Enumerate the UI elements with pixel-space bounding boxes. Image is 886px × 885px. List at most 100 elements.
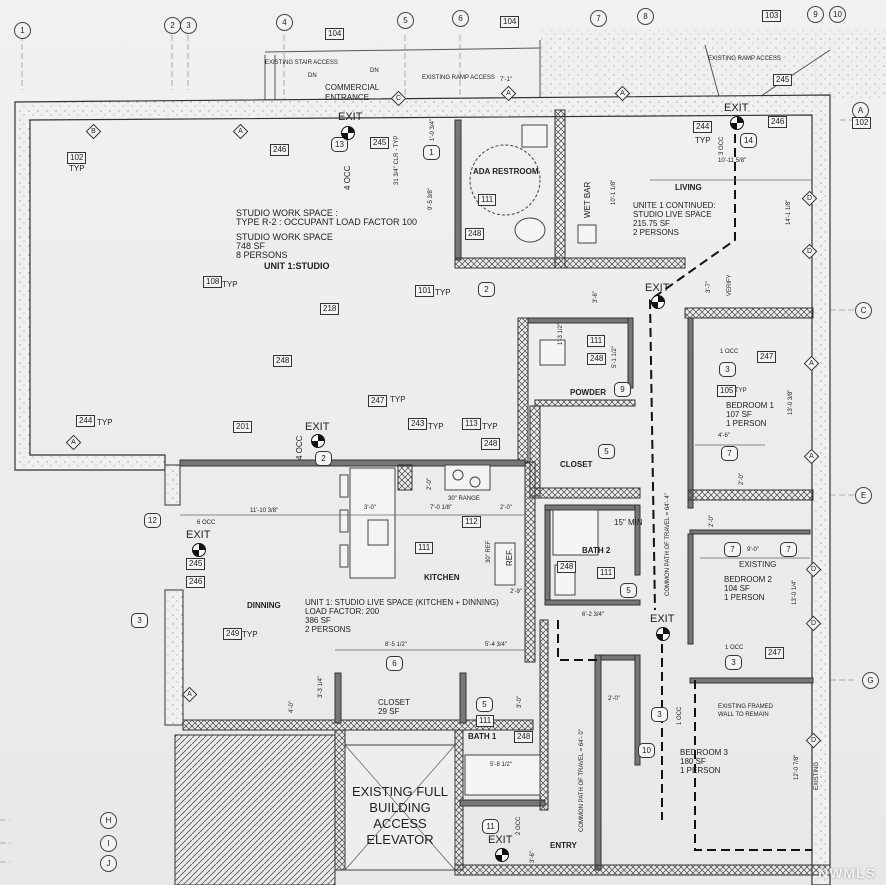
studio-line1: STUDIO WORK SPACE : bbox=[236, 208, 338, 218]
bedroom2-dim-3: 2'-0" bbox=[709, 515, 715, 527]
tag-248-kitchen: 248 bbox=[481, 438, 501, 450]
bath1-title: BATH 1 bbox=[468, 732, 497, 741]
exterior-walls bbox=[14, 94, 831, 885]
closet29-area: 29 SF bbox=[378, 707, 400, 716]
dn-label: DN bbox=[308, 73, 317, 79]
live-space-line2: LOAD FACTOR: 200 bbox=[305, 607, 380, 616]
tag-246-b: 246 bbox=[768, 116, 788, 128]
exit-icon bbox=[651, 295, 665, 309]
exit-label-living-2: EXIT bbox=[645, 282, 670, 294]
bedroom2-area: 104 SF bbox=[724, 584, 750, 593]
live-space-area: 386 SF bbox=[305, 616, 331, 625]
closet-title: CLOSET bbox=[560, 460, 593, 469]
exit-icon bbox=[656, 627, 670, 641]
tag-105-typ: TYP bbox=[735, 388, 747, 394]
existing-ramp-access-label: EXISTING RAMP ACCESS bbox=[422, 75, 495, 81]
bedroom3-dim-1: 12'-0 7/8" bbox=[794, 754, 800, 780]
tag-111-ada: 111 bbox=[478, 194, 497, 206]
tag-246: 246 bbox=[270, 144, 290, 156]
bedroom2-dim-1: 13'-0 1/4" bbox=[792, 579, 798, 605]
kitchen-dim-5: 2'-9" bbox=[510, 589, 522, 595]
dimension-lines bbox=[180, 179, 812, 651]
bedroom3-dim-2: 2'-0" bbox=[608, 696, 620, 702]
living-dim-2: 14'-1 1/8" bbox=[786, 199, 792, 225]
elevator-line2: BUILDING bbox=[369, 800, 431, 815]
kitchen-title: KITCHEN bbox=[424, 573, 460, 582]
kitchen-dim-3: 2'-0" bbox=[500, 505, 512, 511]
tag-104-b: 104 bbox=[500, 16, 520, 28]
bedroom3-title: BEDROOM 3 bbox=[680, 748, 729, 757]
grid-bubble-g: G bbox=[862, 672, 879, 689]
tag-244-left: 244 bbox=[76, 415, 96, 427]
exit-label-entry: EXIT bbox=[488, 834, 513, 846]
studio-line2: TYPE R-2 : OCCUPANT LOAD FACTOR 100 bbox=[236, 217, 418, 227]
grid-bubble-5: 5 bbox=[397, 12, 414, 29]
grid-bubble-i: I bbox=[100, 835, 117, 852]
tag-249: 249 bbox=[223, 628, 243, 640]
studio-line3: STUDIO WORK SPACE bbox=[236, 232, 333, 242]
bath1-dim-2: 5'-8 1/2" bbox=[490, 762, 512, 768]
living-persons: 2 PERSONS bbox=[633, 228, 679, 237]
tag-248-bath2: 248 bbox=[557, 561, 577, 573]
powder-dim-2: 5'-1 1/2" bbox=[612, 346, 618, 368]
dinning-title: DINNING bbox=[247, 601, 281, 610]
existing-hatched-area bbox=[174, 734, 336, 885]
tag-201: 201 bbox=[233, 421, 253, 433]
kitchen-dim-1: 3'-0" bbox=[364, 505, 376, 511]
studio-occ-2: 4 OCC bbox=[295, 435, 304, 460]
tag-244-left-typ: TYP bbox=[97, 418, 113, 427]
tag-247-bedroom1: 247 bbox=[757, 351, 777, 363]
living-line2: STUDIO LIVE SPACE bbox=[633, 210, 712, 219]
ada-dim-1: 1'-0 3/4" bbox=[430, 119, 436, 141]
door-tag-12: 12 bbox=[144, 513, 161, 528]
bedroom1-persons: 1 PERSON bbox=[726, 419, 767, 428]
door-tag-5: 5 bbox=[598, 444, 615, 459]
living-dim-4: 3'-6" bbox=[593, 291, 599, 303]
tag-245-b: 245 bbox=[370, 137, 390, 149]
tag-243-typ: TYP bbox=[428, 422, 444, 431]
kitchen-ref-width: 30" REF bbox=[486, 540, 492, 563]
bedroom3-occ: 1 OCC bbox=[677, 706, 683, 725]
live-space-persons: 2 PERSONS bbox=[305, 625, 351, 634]
wet-bar-dim: 10'-1 1/8" bbox=[611, 179, 617, 205]
tag-244: 244 bbox=[693, 121, 713, 133]
tag-102: 102 bbox=[67, 152, 87, 164]
tag-248-bath1: 248 bbox=[514, 731, 534, 743]
grid-bubble-8: 8 bbox=[637, 8, 654, 25]
kitchen-dim-2: 7'-0 1/8" bbox=[430, 505, 452, 511]
elevator-line1: EXISTING FULL bbox=[351, 784, 449, 799]
tag-102-typ: TYP bbox=[69, 164, 85, 173]
tag-243: 243 bbox=[408, 418, 428, 430]
grid-bubble-e: E bbox=[855, 487, 872, 504]
elevator-line4: ELEVATOR bbox=[366, 832, 434, 847]
exit-icon bbox=[495, 848, 509, 862]
entry-occ: 2 OCC bbox=[516, 816, 522, 835]
bedroom3-note: EXISTING FRAMED WALL TO REMAIN bbox=[718, 704, 774, 718]
bedroom1-occ: 1 OCC bbox=[720, 349, 739, 355]
door-tag-1: 1 bbox=[423, 145, 440, 160]
tag-111-bath2: 111 bbox=[597, 567, 616, 579]
grid-bubble-7: 7 bbox=[590, 10, 607, 27]
door-tag-5-bath1: 5 bbox=[476, 697, 493, 712]
existing-stair-access-label: EXISTING STAIR ACCESS bbox=[265, 60, 338, 66]
tag-104: 104 bbox=[325, 28, 345, 40]
closet29-title: CLOSET bbox=[378, 698, 411, 707]
tag-113-typ: TYP bbox=[482, 422, 498, 431]
tag-248-powder: 248 bbox=[587, 353, 607, 365]
exit-label-studio: EXIT bbox=[305, 421, 330, 433]
grid-bubble-10: 10 bbox=[829, 6, 846, 23]
exit-icon bbox=[192, 543, 206, 557]
grid-bubble-9: 9 bbox=[807, 6, 824, 23]
existing-ramp-access-label-2: EXISTING RAMP ACCESS bbox=[708, 56, 781, 62]
tag-245: 245 bbox=[773, 74, 793, 86]
tag-249-typ: TYP bbox=[242, 630, 258, 639]
door-tag-11: 11 bbox=[482, 819, 499, 834]
common-path-2: COMMON PATH OF TRAVEL = 64'- 0" bbox=[579, 729, 585, 832]
kitchen-dim-4: 2'-0" bbox=[427, 478, 433, 490]
tag-103: 103 bbox=[762, 10, 782, 22]
door-tag-7-b: 7 bbox=[724, 542, 741, 557]
bathroom-fixtures bbox=[464, 124, 599, 796]
dn-label-2: DN bbox=[370, 68, 379, 74]
tag-111-bath1: 111 bbox=[476, 715, 495, 727]
tag-247: 247 bbox=[368, 395, 388, 407]
